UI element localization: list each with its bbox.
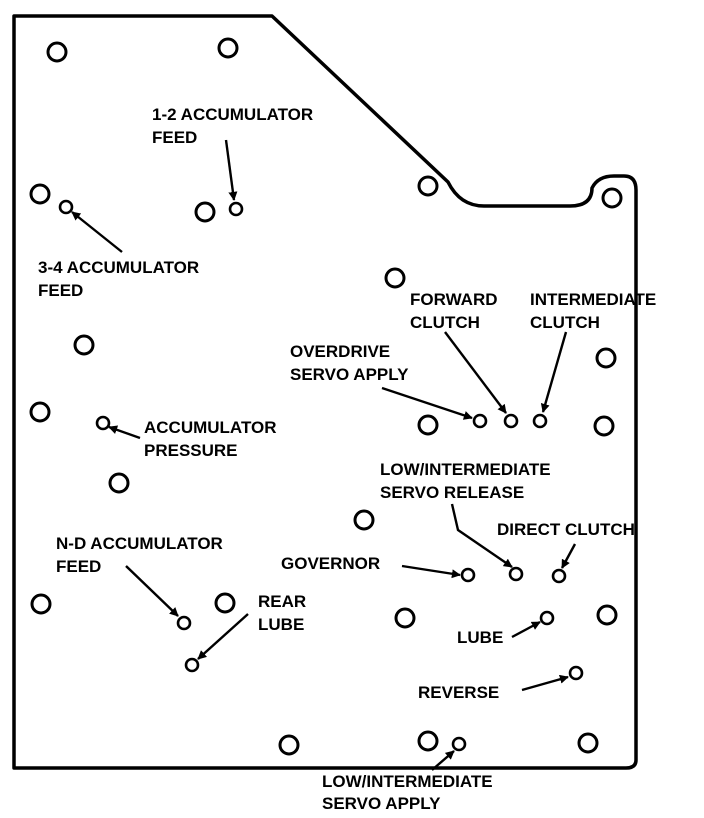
port-lube [539,610,555,626]
mounting-hole [577,732,599,754]
leader-reverse [521,674,569,692]
leader-n-d-accumulator-feed [125,565,179,617]
port-rear-lube [184,657,200,673]
fluid-ports [58,199,584,752]
leader-rear-lube [197,613,249,660]
label-reverse: REVERSE [418,683,499,702]
port-low-intermediate-servo-release [508,566,524,582]
mounting-hole [417,175,439,197]
label-direct-clutch: DIRECT CLUTCH [497,520,635,539]
mounting-hole [30,593,52,615]
leader-low-intermediate-servo-release [450,503,513,568]
port-reverse [568,665,584,681]
leader-low-intermediate-servo-apply [431,750,455,771]
mounting-hole [417,414,439,436]
label-lube: LUBE [457,628,503,647]
port-n-d-accumulator-feed [176,615,192,631]
leader-direct-clutch [560,543,577,569]
mounting-hole [217,37,239,59]
leader-lube [511,620,541,639]
mounting-hole [46,41,68,63]
port-governor [460,567,476,583]
leader-1-2-accumulator-feed [224,139,238,201]
port-accumulator-pressure [95,415,111,431]
mounting-hole [601,187,623,209]
mounting-hole [73,334,95,356]
mounting-hole [194,201,216,223]
plate-outline [12,14,638,770]
mounting-hole [596,604,618,626]
mounting-hole [417,730,439,752]
leader-forward-clutch [444,331,507,414]
mounting-hole [593,415,615,437]
leader-governor [401,564,461,579]
port-3-4-accumulator-feed [58,199,74,215]
mounting-hole [108,472,130,494]
leader-overdrive-servo-apply [381,386,473,420]
mounting-hole [353,509,375,531]
port-overdrive-servo-apply [472,413,488,429]
mounting-hole [384,267,406,289]
leader-intermediate-clutch [540,331,568,413]
port-intermediate-clutch [532,413,548,429]
port-1-2-accumulator-feed [228,201,244,217]
mounting-hole [29,401,51,423]
mounting-hole [595,347,617,369]
mounting-hole [394,607,416,629]
port-low-intermediate-servo-apply [451,736,467,752]
port-forward-clutch [503,413,519,429]
leader-3-4-accumulator-feed [71,211,123,253]
mounting-hole [29,183,51,205]
mounting-hole [278,734,300,756]
label-governor: GOVERNOR [281,554,380,573]
port-direct-clutch [551,568,567,584]
mounting-hole [214,592,236,614]
leader-lines [71,139,577,771]
leader-accumulator-pressure [108,425,141,440]
mounting-holes [29,37,623,756]
